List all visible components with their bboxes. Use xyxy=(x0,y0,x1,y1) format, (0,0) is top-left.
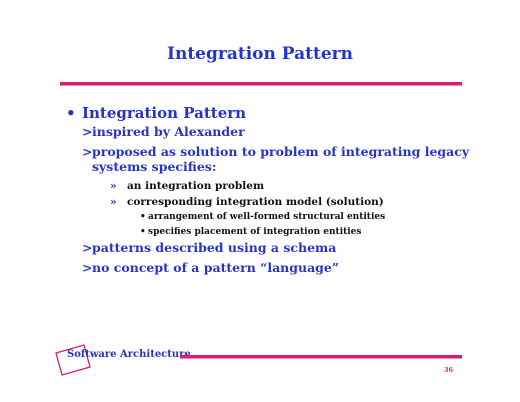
list-item-no-concept: >no concept of a pattern “language” xyxy=(82,260,339,275)
sub-item-problem: » an integration problem xyxy=(110,180,264,192)
page-number: 36 xyxy=(444,366,454,374)
double-chevron-icon: » xyxy=(110,196,117,208)
title-divider-shadow xyxy=(60,85,462,86)
sub-sub-item-placement: •specifies placement of integration enti… xyxy=(140,227,361,237)
list-item-text: proposed as solution to problem of integ… xyxy=(92,144,470,159)
slide-title: Integration Pattern xyxy=(167,44,353,64)
sub-sub-item-arrangement: •arrangement of well-formed structural e… xyxy=(140,212,385,222)
bullet-heading-text: Integration Pattern xyxy=(82,104,247,122)
chevron-right-icon: > xyxy=(82,240,93,255)
chevron-right-icon: > xyxy=(82,144,93,159)
double-chevron-icon: » xyxy=(110,180,117,192)
small-bullet-icon: • xyxy=(140,212,146,222)
list-item-proposed: >proposed as solution to problem of inte… xyxy=(82,144,469,174)
small-bullet-icon: • xyxy=(140,227,146,237)
sub-item-text: an integration problem xyxy=(127,180,265,192)
footer-divider-shadow xyxy=(180,358,462,359)
bullet-heading: • Integration Pattern xyxy=(66,104,246,122)
chevron-right-icon: > xyxy=(82,124,93,139)
sub-item-text: corresponding integration model (solutio… xyxy=(127,196,384,208)
list-item-text-continued: systems specifies: xyxy=(92,159,217,174)
sub-item-model: » corresponding integration model (soluti… xyxy=(110,196,384,208)
list-item-text: patterns described using a schema xyxy=(92,240,337,255)
footer-label: Software Architecture xyxy=(67,349,191,360)
sub-sub-item-text: arrangement of well-formed structural en… xyxy=(148,212,386,222)
logo-box-icon xyxy=(55,344,91,376)
list-item-text: no concept of a pattern “language” xyxy=(92,260,340,275)
sub-sub-item-text: specifies placement of integration entit… xyxy=(148,227,362,237)
chevron-right-icon: > xyxy=(82,260,93,275)
list-item-patterns: >patterns described using a schema xyxy=(82,240,336,255)
bullet-dot-icon: • xyxy=(66,104,76,122)
list-item-text: inspired by Alexander xyxy=(92,124,245,139)
list-item-inspired: >inspired by Alexander xyxy=(82,124,245,139)
footer-divider xyxy=(180,355,462,358)
title-divider xyxy=(60,82,462,85)
